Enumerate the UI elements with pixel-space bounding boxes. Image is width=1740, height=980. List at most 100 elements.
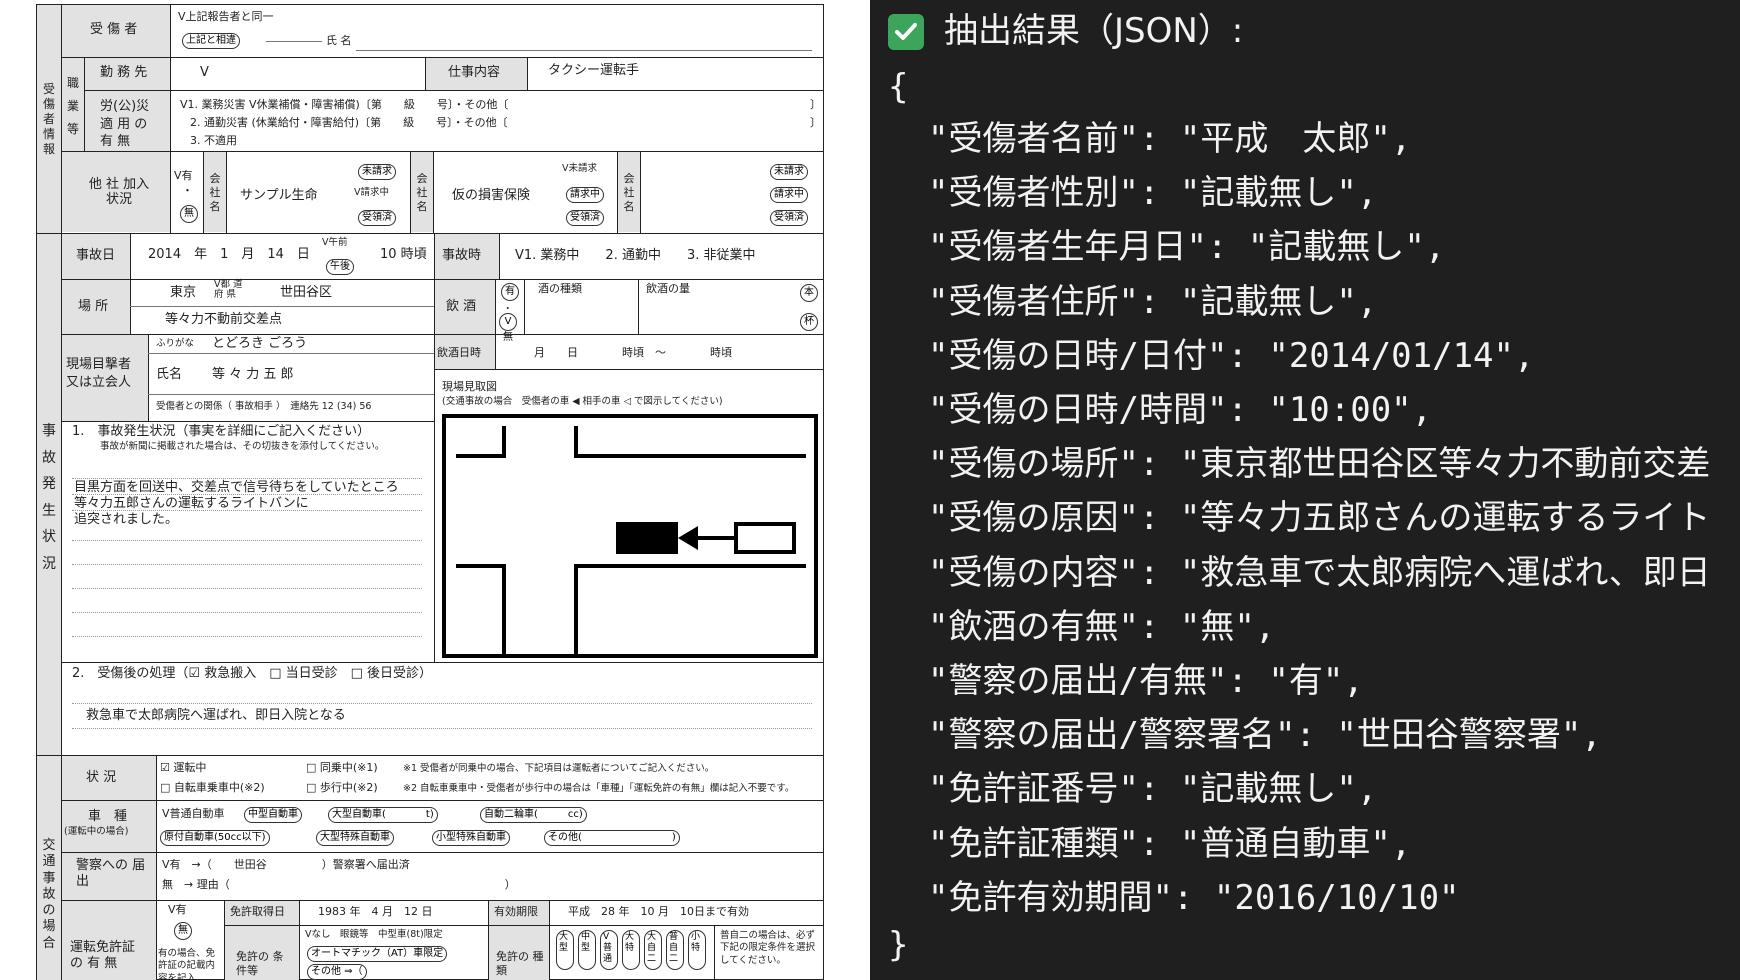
witness-label: 現場目撃者 又は立会人 <box>66 357 132 390</box>
situation-sub: 事故が新聞に掲載された場合は、その切抜きを添付してください。 <box>100 441 385 452</box>
claim-received-1: 受領済 <box>358 210 396 226</box>
accident-report-form: 受傷者情報 事故発生状況 交通事故の場合 受 傷 者 V上記報告者と同一 上記と… <box>0 0 862 980</box>
company-label-2: 会社名 <box>416 172 428 213</box>
job-content-value: タクシー運転手 <box>548 63 640 78</box>
witness-kana: とどろき ごろう <box>212 336 308 351</box>
other-co-no: 無 <box>180 205 198 223</box>
police-label: 警察への 届 出 <box>76 858 158 890</box>
am-option: V午前 <box>322 237 348 248</box>
json-entry: "受傷者住所": "記載無し", <box>928 285 1377 319</box>
police-yes: V有 →（ 世田谷 ）警察署へ届出済 <box>162 858 410 871</box>
json-key: "受傷の原因": <box>928 498 1180 539</box>
license-date-value: 1983 年 4 月 12 日 <box>318 905 433 918</box>
json-key: "警察の届出/有無": <box>928 661 1269 701</box>
injured-same: V上記報告者と同一 <box>178 10 274 23</box>
situation-title: 1. 事故発生状況（事実を詳細にご記入ください） <box>72 424 371 439</box>
json-key: "受傷者住所": <box>928 281 1180 322</box>
json-value: "記載無し", <box>1179 173 1378 214</box>
job-label: 職業等 <box>66 76 79 136</box>
json-entry: "受傷の日時/時間": "10:00", <box>928 393 1432 427</box>
injured-name-label: 氏 名 <box>326 34 352 47</box>
status-walking: □ 歩行中(※2) <box>306 781 378 794</box>
divider <box>61 4 62 980</box>
place-pref-unit: V都 道 府 県 <box>214 279 243 301</box>
vehicle-sub: (運転中の場合) <box>64 826 129 837</box>
section-injured-label: 受傷者情報 <box>42 82 55 156</box>
claim-unclaimed-3: 未請求 <box>770 164 808 180</box>
vehicle-label: 車 種 <box>88 809 128 824</box>
after-title: 2. 受傷後の処理（☑ 救急搬入 □ 当日受診 □ 後日受診） <box>72 666 433 681</box>
witness-kana-label: ふりがな <box>156 338 195 349</box>
json-value: "記載無し", <box>1179 769 1378 810</box>
json-key: "免許証種類": <box>928 823 1180 864</box>
license-kind-large: 大型 <box>556 930 574 970</box>
claim-unclaimed-2: V未請求 <box>562 163 597 174</box>
vehicle-motorcycle: 自動二輪車( cc) <box>480 807 587 823</box>
json-entry: "受傷者性別": "記載無し", <box>928 176 1377 210</box>
license-cond-label: 免許の 条件等 <box>236 950 284 978</box>
drink-type-label: 酒の種類 <box>538 282 582 295</box>
license-kind-label: 免許の 種 類 <box>496 950 544 978</box>
json-entry: "受傷者生年月日": "記載無し", <box>928 230 1445 264</box>
accident-date-label: 事故日 <box>76 248 116 263</box>
json-output-panel: 抽出結果（JSON）: { "受傷者名前": "平成 太郎","受傷者性別": … <box>870 0 1740 980</box>
claim-received-2: 受領済 <box>566 210 604 226</box>
section-traffic-label: 交通事故の場合 <box>42 838 56 951</box>
json-close-brace: } <box>888 925 909 965</box>
vehicle-large-special: 大型特殊自動車 <box>316 830 394 846</box>
json-key: "受傷の内容": <box>928 552 1180 593</box>
drink-unit-cups: 杯 <box>800 313 818 331</box>
status-bicycle: □ 自転車乗車中(※2) <box>160 781 265 794</box>
json-key: "受傷者生年月日": <box>928 227 1248 268</box>
claim-unclaimed-1: 未請求 <box>358 164 396 180</box>
drink-label: 飲 酒 <box>446 299 477 314</box>
drink-unit-bottles: 本 <box>800 284 818 302</box>
sketch-label: 現場見取図 <box>442 380 497 393</box>
json-value: "世田谷警察署", <box>1336 715 1602 756</box>
license-kind-note: 普自二の場合は、必ず下記の限定条件を選択してください。 <box>720 930 816 966</box>
json-key: "免許証番号": <box>928 769 1180 810</box>
license-valid-value: 平成 28 年 10 月 10日まで有効 <box>568 905 749 918</box>
claim-pending-3: 請求中 <box>770 187 808 203</box>
json-key: "飲酒の有無": <box>928 606 1180 647</box>
vehicle-other: その他( ) <box>544 830 680 846</box>
accident-when-label: 事故時 <box>442 248 482 263</box>
witness-name-label: 氏名 <box>156 367 183 382</box>
license-kind-small-special: 小特 <box>688 930 706 970</box>
intersection-icon <box>456 426 806 654</box>
insurance-label: 労(公)災 適 用 の 有 無 <box>100 99 150 150</box>
pm-option: 午後 <box>326 259 354 275</box>
json-value: "救急車で太郎病院へ運ばれ、即日 <box>1179 552 1711 593</box>
claim-pending-1: V請求中 <box>354 187 389 198</box>
drink-yes: 有 <box>501 283 519 301</box>
drink-no: V無 <box>499 313 517 343</box>
injured-label: 受 傷 者 <box>90 22 138 37</box>
license-valid-label: 有効期限 <box>494 905 538 918</box>
status-driving: ☑ 運転中 <box>160 761 207 774</box>
sketch-diagram <box>442 414 818 658</box>
injured-diff: 上記と相違 <box>182 33 240 49</box>
vehicle-regular: V普通自動車 <box>162 807 225 820</box>
place-label: 場 所 <box>78 299 109 314</box>
sketch-note: (交通事故の場合 受傷者の車 ◀ 相手の車 ◁ で図示してください) <box>442 396 723 407</box>
json-value: "10:00", <box>1268 390 1433 430</box>
job-content-label: 仕事内容 <box>448 65 501 80</box>
license-kind-regular-motorcycle: 普自二 <box>666 930 684 970</box>
place-detail: 等々力不動前交差点 <box>165 312 283 327</box>
json-open-brace: { <box>888 67 909 107</box>
json-key: "警察の届出/警察署名": <box>928 715 1337 756</box>
section-accident-label: 事故発生状況 <box>42 423 56 572</box>
json-entry: "免許有効期間": "2016/10/10" <box>928 881 1460 915</box>
company-1: サンプル生命 <box>240 188 318 203</box>
status-note-1: ※1 受傷者が同乗中の場合、下記項目は運転者についてご記入ください。 <box>403 763 715 774</box>
license-cond-2: オートマチック（AT）車限定 <box>307 946 448 962</box>
drink-time-label: 飲酒日時 <box>437 346 481 359</box>
json-value: "記載無し", <box>1179 281 1378 322</box>
json-key: "免許有効期間": <box>928 877 1214 918</box>
json-entry: "飲酒の有無": "無", <box>928 610 1275 644</box>
json-value: "無", <box>1179 606 1276 647</box>
json-entry: "警察の届出/警察署名": "世田谷警察署", <box>928 718 1602 752</box>
drink-amount-label: 飲酒の量 <box>646 282 690 295</box>
json-key: "受傷者名前": <box>928 119 1180 159</box>
company-label-1: 会社名 <box>209 172 221 213</box>
